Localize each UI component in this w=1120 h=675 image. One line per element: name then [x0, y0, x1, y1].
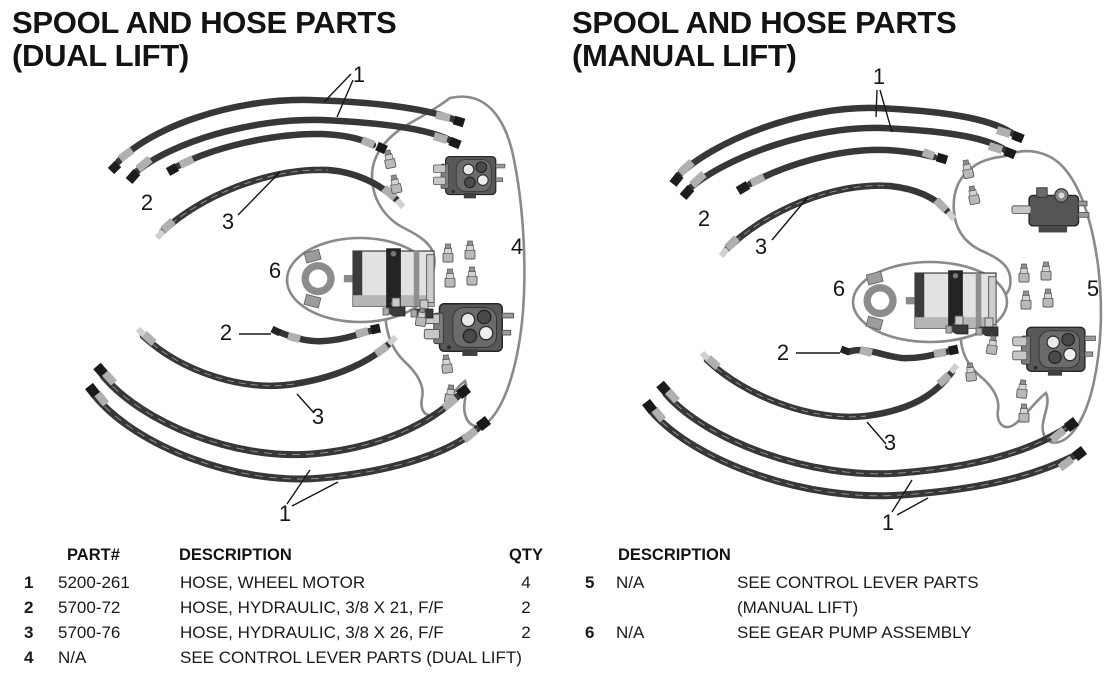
spool-valve-bottom [423, 302, 515, 357]
callout-hose-26-mid: 3 [296, 393, 324, 429]
dual-lift-diagram: 1 2 3 4 6 2 3 1 [85, 62, 526, 526]
row-ref: 5 [585, 573, 595, 592]
row-ref: 4 [24, 648, 34, 667]
wheel-motor-hose-top-2 [679, 124, 1017, 200]
row-ref: 6 [585, 623, 595, 642]
row-part: 5200-261 [58, 573, 130, 592]
wheel-motor-hose-bottom-2 [642, 398, 1088, 500]
row-description: SEE CONTROL LEVER PARTS (MANUAL LIFT) [737, 573, 979, 617]
row-ref: 1 [24, 573, 34, 592]
callout-label: 1 [882, 510, 894, 535]
spool-group-outline [952, 149, 1103, 444]
callout-hoses-bottom: 1 [279, 469, 339, 526]
wheel-motor-hose-bottom-2 [85, 382, 492, 483]
callout-gear-pump: 6 [269, 258, 281, 283]
row-description: SEE CONTROL LEVER PARTS (DUAL LIFT) [180, 648, 522, 667]
callout-label: 3 [222, 209, 234, 234]
spool-valve-bottom [1012, 326, 1097, 377]
hydraulic-fitting [464, 240, 476, 260]
callout-label: 3 [884, 430, 896, 455]
row-part: N/A [58, 648, 87, 667]
wheel-motor-hose-bottom-1 [93, 362, 472, 459]
hydraulic-fitting [466, 266, 478, 286]
callout-hoses-bottom: 1 [882, 479, 929, 535]
row-ref: 3 [24, 623, 34, 642]
callout-gear-pump: 6 [833, 276, 845, 301]
hydraulic-fitting [440, 354, 454, 374]
hydraulic-hose-21-mid [839, 344, 959, 362]
hydraulic-fitting [1018, 403, 1030, 423]
row-part: N/A [616, 623, 645, 642]
hydraulic-fitting [964, 362, 978, 382]
hydraulic-fitting [444, 268, 456, 288]
dual-lift-title-line1: SPOOL AND HOSE PARTS [12, 5, 397, 40]
hydraulic-fitting [1040, 261, 1052, 281]
dual-lift-title-line2: (DUAL LIFT) [12, 38, 189, 73]
callout-label: 1 [353, 62, 365, 87]
table-row: 4 N/A SEE CONTROL LEVER PARTS (DUAL LIFT… [0, 645, 560, 670]
hydraulic-hose-26-mid [135, 326, 399, 389]
row-description: HOSE, WHEEL MOTOR [180, 573, 366, 592]
callout-hoses-top: 1 [873, 64, 893, 133]
row-description: HOSE, HYDRAULIC, 3/8 X 21, F/F [180, 598, 444, 617]
row-description: HOSE, HYDRAULIC, 3/8 X 26, F/F [180, 623, 444, 642]
callout-hose-26-top: 3 [755, 196, 809, 259]
hydraulic-hose-21-top [165, 130, 388, 176]
callout-spool-group: 5 [1087, 276, 1099, 301]
hydraulic-fitting [1015, 379, 1029, 399]
manual-lift-diagram: 1 2 3 5 6 2 3 1 [642, 64, 1103, 535]
spool-valve-top [1011, 187, 1090, 234]
column-header-description: DESCRIPTION [618, 546, 731, 564]
callout-label: 3 [755, 234, 767, 259]
wheel-motor-hose-top-1 [107, 96, 466, 175]
hydraulic-hose-26-mid [699, 350, 960, 421]
callout-hose-21-mid: 2 [220, 320, 271, 345]
row-description: SEE GEAR PUMP ASSEMBLY [737, 623, 972, 642]
row-qty: 2 [521, 598, 531, 617]
hydraulic-fitting [1042, 288, 1054, 308]
row-qty: 2 [521, 623, 531, 642]
hydraulic-fitting [1020, 290, 1032, 310]
column-header-part: PART# [67, 546, 120, 564]
row-ref: 2 [24, 598, 34, 617]
hydraulic-hose-26-top [718, 182, 957, 258]
hydraulic-hose-21-top [735, 146, 949, 195]
callout-hose-26-mid: 3 [866, 421, 896, 455]
spool-group-outline [370, 95, 526, 428]
manual-lift-title-line2: (MANUAL LIFT) [572, 38, 797, 73]
callout-hose-26-top: 3 [222, 171, 281, 234]
callout-hoses-top: 1 [323, 62, 365, 118]
hydraulic-hose-21-mid [270, 323, 381, 345]
hydraulic-fitting [966, 184, 981, 206]
column-header-description: DESCRIPTION [179, 546, 292, 564]
row-part: 5700-72 [58, 598, 121, 617]
hydraulic-hose-26-top [154, 166, 406, 240]
column-header-qty: QTY [509, 546, 543, 564]
table-row: 3 5700-76 HOSE, HYDRAULIC, 3/8 X 26, F/F… [0, 620, 560, 645]
wheel-motor-hose-bottom-1 [656, 380, 1080, 478]
callout-label: 1 [873, 64, 885, 89]
callout-label: 2 [220, 320, 232, 345]
hydraulic-fitting [442, 243, 454, 263]
dual-lift-title: SPOOL AND HOSE PARTS(DUAL LIFT) [12, 5, 397, 73]
wheel-motor-hose-top-2 [125, 116, 462, 184]
manual-lift-title: SPOOL AND HOSE PARTS(MANUAL LIFT) [572, 5, 957, 73]
spool-valve-top [432, 155, 506, 199]
callout-spool-group: 4 [511, 234, 523, 259]
callout-label: 3 [312, 404, 324, 429]
hydraulic-fitting [1018, 263, 1030, 283]
row-part: 5700-76 [58, 623, 121, 642]
table-row: 2 5700-72 HOSE, HYDRAULIC, 3/8 X 21, F/F… [0, 595, 560, 620]
hydraulic-fitting [985, 334, 1000, 356]
callout-label: 2 [777, 340, 789, 365]
manual-lift-title-line1: SPOOL AND HOSE PARTS [572, 5, 957, 40]
row-qty: 4 [521, 573, 531, 592]
row-part: N/A [616, 573, 645, 592]
callout-hose-21-mid: 2 [777, 340, 840, 365]
callout-label: 1 [279, 501, 291, 526]
table-row: 1 5200-261 HOSE, WHEEL MOTOR 4 [0, 570, 560, 595]
callout-hose-21-top: 2 [698, 206, 710, 231]
callout-hose-21-top: 2 [141, 190, 153, 215]
